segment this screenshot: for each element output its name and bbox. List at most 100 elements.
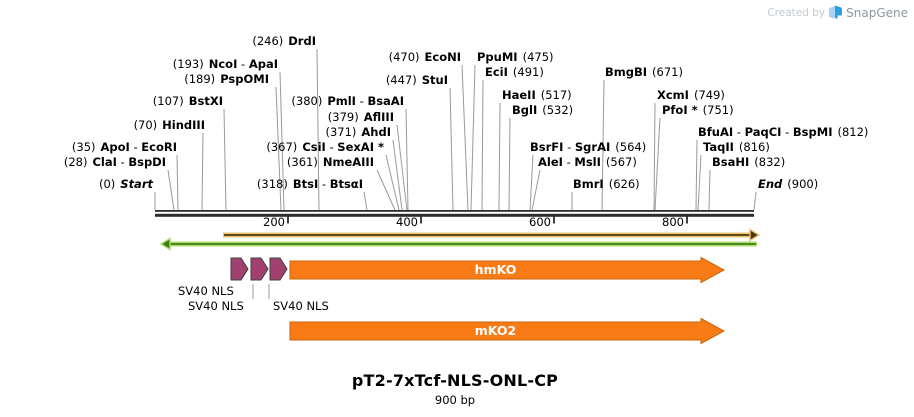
nls-label-2[interactable]: SV40 NLS: [188, 299, 244, 313]
tan-arrowhead-right-icon: [749, 228, 761, 242]
site-label-start[interactable]: (0) Start: [99, 178, 153, 191]
site-position: (35): [71, 140, 96, 154]
sequence-line-bottom[interactable]: [155, 213, 754, 217]
enzyme-name: CsiI: [302, 140, 326, 154]
site-label-drdi[interactable]: (246)DrdI: [252, 35, 316, 48]
site-label-btsi-bts-i[interactable]: (318)BtsI - BtsαI: [256, 177, 363, 191]
nls-arrow-3[interactable]: [269, 257, 288, 281]
site-position: (193): [172, 57, 204, 71]
site-position: (832): [754, 155, 786, 169]
site-label-haeii[interactable]: HaeII(517): [502, 89, 572, 102]
enzyme-name: BmrI: [573, 177, 604, 191]
mko2-arrow-label: mKO2: [475, 323, 516, 338]
site-position: (470): [388, 50, 420, 64]
site-position: (246): [252, 34, 284, 48]
site-label-bgli[interactable]: BglI(532): [512, 104, 573, 117]
enzyme-name: AflIII: [363, 110, 394, 124]
site-position: (107): [152, 94, 184, 108]
enzyme-name: BspDI: [128, 155, 166, 169]
site-label-pmli-bsaai[interactable]: (380)PmlI - BsaAI: [291, 94, 404, 108]
enzyme-name: EciI: [485, 65, 508, 79]
ruler-tick-200: [287, 216, 289, 224]
site-label-bstxi[interactable]: (107) BstXI: [153, 95, 223, 108]
site-position: (491): [512, 65, 544, 79]
site-position: (751): [702, 103, 734, 117]
enzyme-name: NcoI: [208, 57, 238, 71]
enzyme-name: PaqCI: [744, 125, 782, 139]
site-label-econi[interactable]: (470) EcoNI: [389, 51, 461, 64]
site-position: (189): [184, 72, 216, 86]
leader-line-ncoi-apai: [279, 71, 285, 211]
mko2-arrow[interactable]: [289, 317, 726, 345]
site-label-bmgbi[interactable]: BmgBI(671): [605, 66, 683, 79]
site-label-alei-msli[interactable]: AleI - MslI(567): [538, 155, 637, 169]
enzyme-name: BsaAI: [367, 94, 404, 108]
nls-arrow-1[interactable]: [230, 257, 249, 281]
nls-label-1[interactable]: SV40 NLS: [178, 284, 234, 298]
leader-line-taqii: [697, 154, 702, 211]
site-position: (816): [738, 140, 770, 154]
enzyme-name: Start: [120, 177, 153, 191]
site-label-ahdi[interactable]: (371)AhdI: [325, 126, 391, 139]
construct-title: pT2-7xTcf-NLS-ONL-CP: [351, 371, 559, 390]
enzyme-name: StuI: [421, 73, 448, 87]
nls-arrow-2[interactable]: [250, 257, 269, 281]
site-position: (671): [652, 65, 683, 79]
leader-line-xcmi: [653, 102, 656, 211]
enzyme-name: ApaI: [248, 57, 278, 71]
site-position: (749): [693, 88, 725, 102]
site-label-hindiii[interactable]: (70)HindIII: [134, 119, 205, 132]
leader-line-pfoi: [654, 117, 661, 211]
enzyme-name: TaqII: [703, 140, 734, 154]
site-label-bsahi[interactable]: BsaHI (832): [712, 156, 785, 169]
ruler-tick-label-200: 200: [263, 215, 285, 229]
site-label-end[interactable]: End(900): [758, 178, 818, 191]
site-label-pfoi[interactable]: PfoI * (751): [662, 104, 734, 117]
enzyme-name: NmeAIII: [322, 155, 374, 169]
leader-line-pmli-bsaai: [405, 108, 409, 211]
leader-line-ppumi: [470, 64, 476, 211]
sequence-line-top[interactable]: [155, 210, 754, 212]
ruler-tick-600: [553, 216, 555, 224]
enzyme-name: BstXI: [188, 94, 223, 108]
enzyme-name: HaeII: [502, 88, 536, 102]
site-position: (0): [98, 177, 116, 191]
site-label-nmeaiii[interactable]: (361)NmeAIII: [287, 156, 374, 169]
site-label-bmri[interactable]: BmrI(626): [573, 178, 640, 191]
site-label-bsrfi-sgrai[interactable]: BsrFI - SgrAI(564): [530, 140, 647, 154]
site-position: (28): [63, 155, 88, 169]
site-label-csii-sexai[interactable]: (367)CsiI - SexAI *: [266, 140, 384, 154]
ruler-tick-label-400: 400: [396, 215, 418, 229]
site-label-bfuai-paqci-bspmi[interactable]: BfuAI - PaqCI - BspMI(812): [698, 125, 869, 139]
site-position: (371): [325, 125, 357, 139]
site-position: (380): [291, 94, 323, 108]
enzyme-name: BsaHI: [712, 155, 750, 169]
leader-line-drdi: [316, 48, 320, 211]
site-label-taqii[interactable]: TaqII (816): [703, 141, 770, 154]
hmko-arrow[interactable]: [289, 256, 726, 284]
site-position: (567): [605, 155, 637, 169]
site-label-stui[interactable]: (447)StuI: [386, 74, 448, 87]
site-label-ecii[interactable]: EciI (491): [485, 66, 544, 79]
site-label-apoi-ecori[interactable]: (35)ApoI - EcoRI: [71, 140, 177, 154]
site-position: (318): [256, 177, 288, 191]
site-label-ncoi-apai[interactable]: (193)NcoI - ApaI: [172, 57, 278, 71]
site-label-clai-bspdi[interactable]: (28)ClaI - BspDI: [63, 155, 166, 169]
nls-label-3[interactable]: SV40 NLS: [273, 299, 329, 313]
site-position: (367): [266, 140, 298, 154]
site-position: (900): [787, 177, 819, 191]
leader-line-bstxi: [223, 108, 227, 211]
leader-line-csii-sexai: [385, 154, 400, 211]
site-label-xcmi[interactable]: XcmI(749): [657, 89, 725, 102]
site-label-ppumi[interactable]: PpuMI(475): [477, 51, 554, 64]
enzyme-name: ApoI: [100, 140, 130, 154]
site-label-afliii[interactable]: (379)AflIII: [328, 111, 394, 124]
enzyme-name: PfoI *: [662, 103, 698, 117]
enzyme-name: EcoNI: [424, 50, 461, 64]
leader-line-afliii: [396, 124, 408, 211]
enzyme-name: PpuMI: [477, 50, 518, 64]
enzyme-name: BfuAI: [698, 125, 734, 139]
site-label-pspomi[interactable]: (189)PspOMI: [184, 73, 269, 86]
